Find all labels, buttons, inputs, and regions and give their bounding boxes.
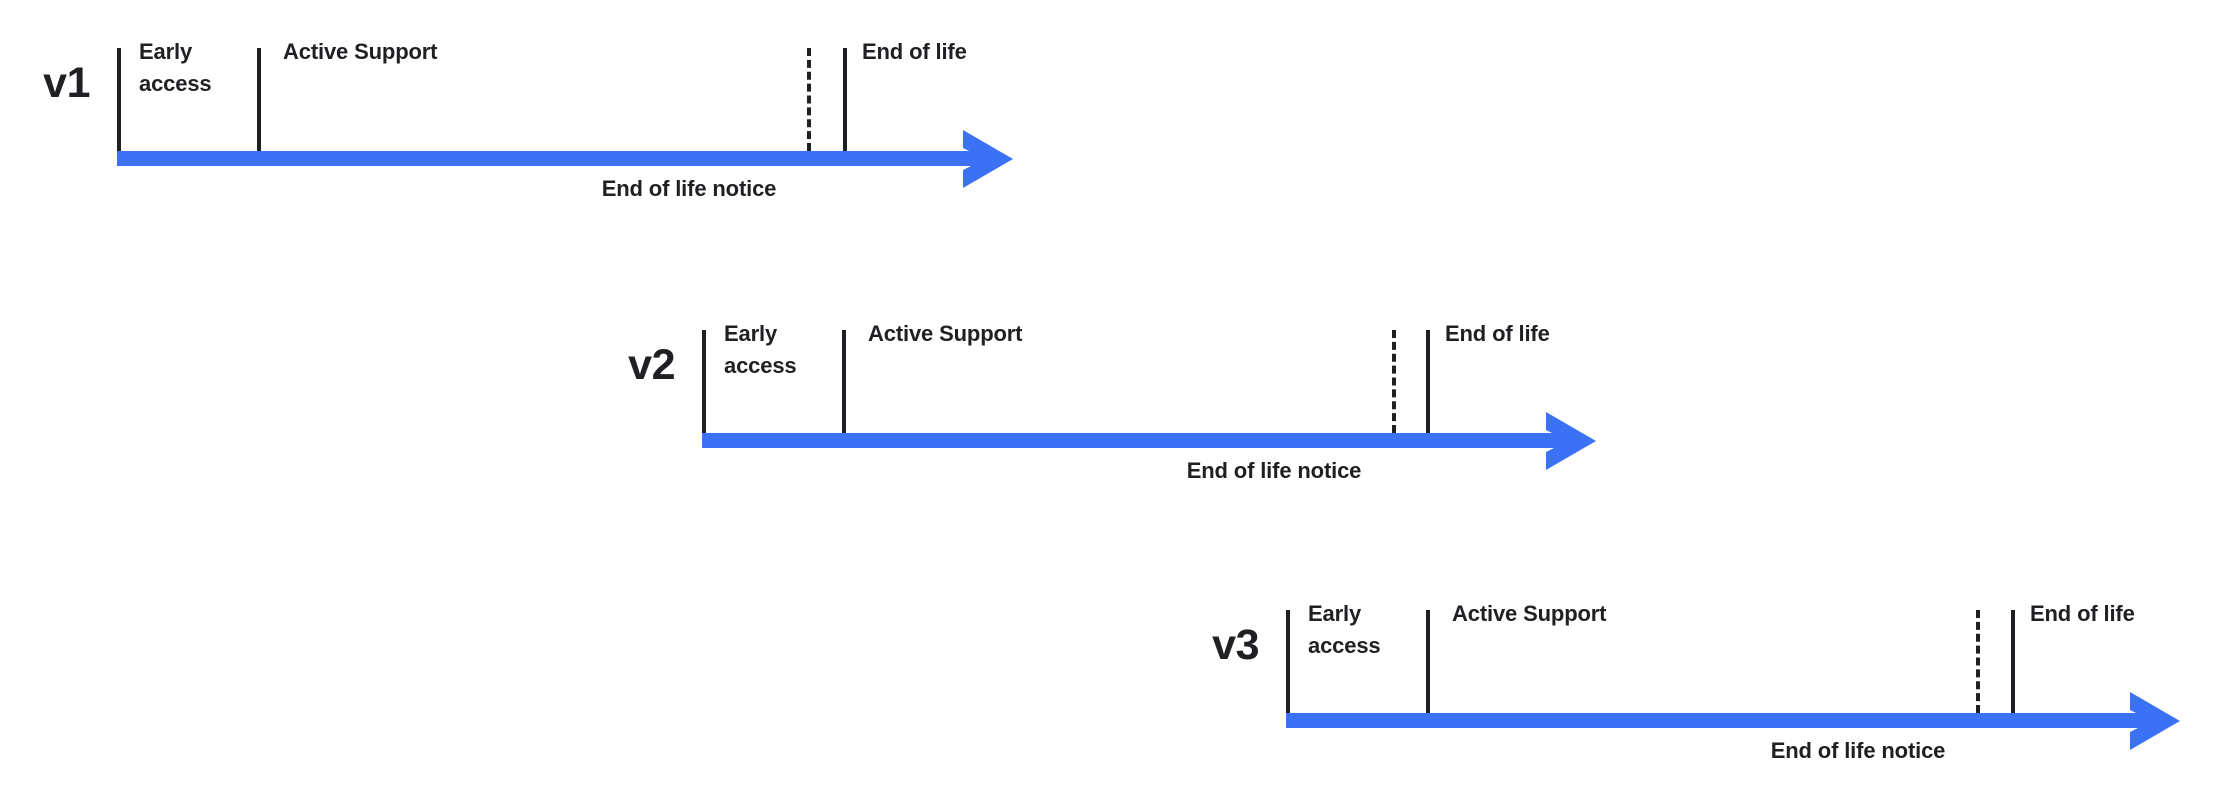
tick-end-of-life-start-v2: [1426, 330, 1430, 433]
tick-end-of-life-start-v1: [843, 48, 847, 151]
notice-label-v3: End of life notice: [1770, 738, 1946, 763]
phase-label-end-of-life-v3: End of life: [2030, 601, 2135, 626]
tick-early-access-start-v1: [117, 48, 121, 151]
tick-end-of-life-start-v3: [2011, 610, 2015, 713]
phase-label-end-of-life-v2: End of life: [1445, 321, 1550, 346]
tick-end-of-life-notice-v1: [807, 48, 811, 151]
phase-label-early-access-v2: Early access: [724, 321, 797, 378]
timeline-bar-v1: [117, 151, 989, 166]
tick-end-of-life-notice-v3: [1976, 610, 1980, 713]
timeline-arrow-v3: [2130, 692, 2180, 750]
tick-active-support-start-v2: [842, 330, 846, 433]
phase-label-early-access-v3: Early access: [1308, 601, 1381, 658]
tick-end-of-life-notice-v2: [1392, 330, 1396, 433]
notice-label-v2: End of life notice: [1186, 458, 1362, 483]
timeline-arrow-v1: [963, 130, 1013, 188]
version-label-v1: v1: [43, 59, 90, 107]
tick-early-access-start-v3: [1286, 610, 1290, 713]
tick-active-support-start-v1: [257, 48, 261, 151]
timeline-bar-v2: [702, 433, 1572, 448]
timeline-arrow-v2: [1546, 412, 1596, 470]
version-label-v2: v2: [628, 341, 675, 389]
phase-label-active-support-v1: Active Support: [283, 39, 438, 64]
phase-label-end-of-life-v1: End of life: [862, 39, 967, 64]
version-label-v3: v3: [1212, 621, 1259, 669]
tick-early-access-start-v2: [702, 330, 706, 433]
phase-label-early-access-v1: Early access: [139, 39, 212, 96]
tick-active-support-start-v3: [1426, 610, 1430, 713]
phase-label-active-support-v3: Active Support: [1452, 601, 1607, 626]
timeline-bar-v3: [1286, 713, 2156, 728]
notice-label-v1: End of life notice: [601, 176, 777, 201]
phase-label-active-support-v2: Active Support: [868, 321, 1023, 346]
